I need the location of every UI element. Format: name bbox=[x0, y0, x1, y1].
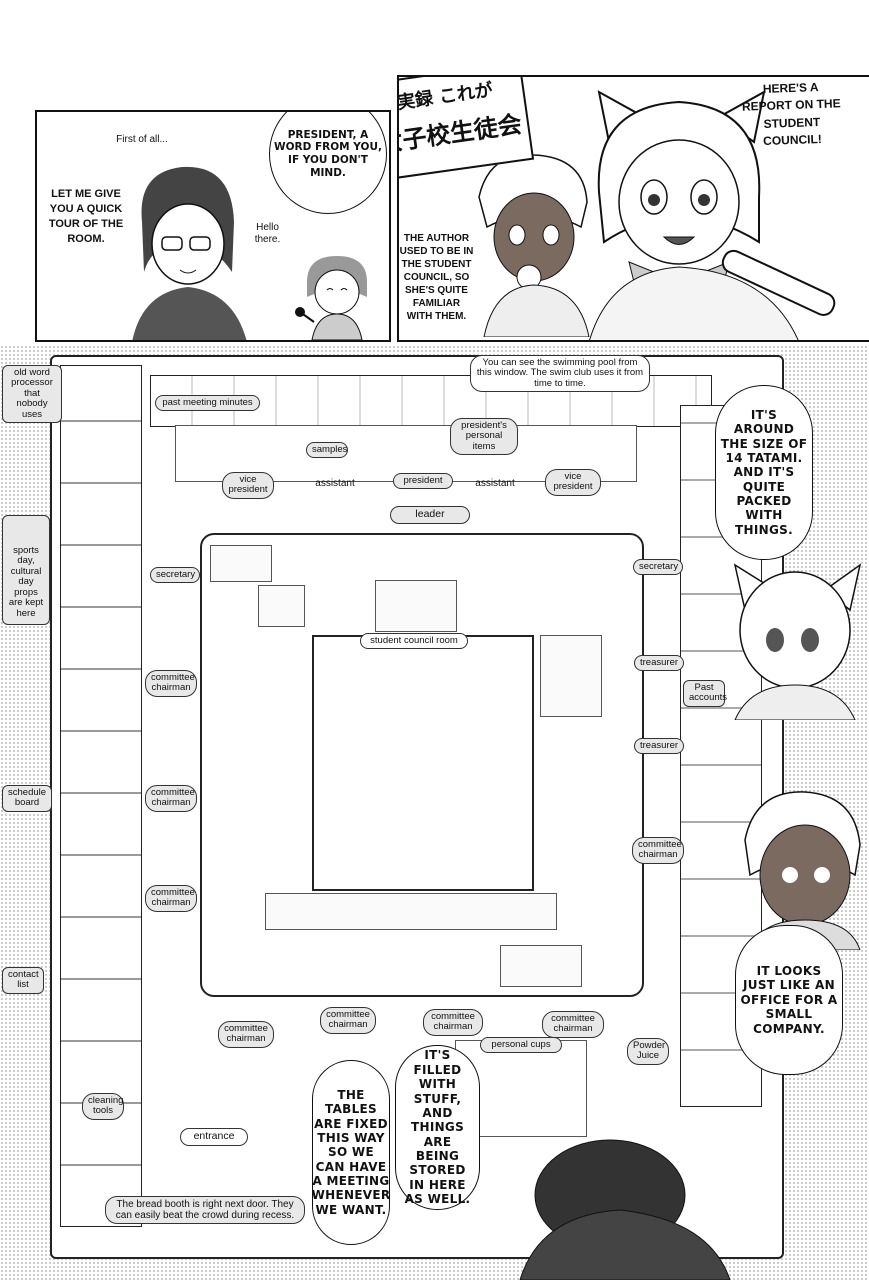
label-president: president bbox=[393, 473, 453, 490]
label-committee-chairman-left-1: committee chairman bbox=[145, 670, 197, 697]
label-schedule-board: schedule board bbox=[2, 785, 52, 812]
label-committee-chairman-bottom-2: committee chairman bbox=[320, 1007, 376, 1034]
label-presidents-items: president's personal items bbox=[450, 418, 518, 456]
notebook-bottom bbox=[500, 945, 582, 987]
glasses-girl-illustration bbox=[132, 166, 247, 340]
label-personal-cups: personal cups bbox=[480, 1037, 562, 1054]
label-secretary-left: secretary bbox=[150, 567, 200, 584]
label-vice-president-right: vice president bbox=[545, 469, 601, 496]
label-past-meeting-minutes: past meeting minutes bbox=[155, 395, 260, 412]
bubble-president-word: PRESIDENT, A WORD FROM YOU, IF YOU DON'T… bbox=[269, 112, 387, 214]
treasurer-girl-illustration bbox=[733, 563, 862, 720]
bottom-girl-illustration bbox=[519, 1139, 731, 1280]
label-student-council-room: student council room bbox=[360, 633, 468, 650]
label-committee-chairman-bottom-1: committee chairman bbox=[218, 1021, 274, 1048]
bubble-author-note: THE AUTHOR USED TO BE IN THE STUDENT COU… bbox=[399, 233, 474, 322]
folders-bottom bbox=[265, 893, 557, 930]
bubble-quick-tour: LET ME GIVE YOU A QUICK TOUR OF THE ROOM… bbox=[48, 188, 124, 245]
bubble-small-office: IT LOOKS JUST LIKE AN OFFICE FOR A SMALL… bbox=[735, 925, 843, 1075]
small-girl-illustration bbox=[295, 256, 367, 340]
bubble-filled-with-stuff: IT'S FILLED WITH STUFF, AND THINGS ARE B… bbox=[395, 1045, 480, 1210]
panel-top-right: 実録 これが 女子校生徒会 THE AUTHOR USED TO BE IN T… bbox=[397, 75, 869, 342]
bubble-report: IT'S A LITTLE SUDDEN, BUT HERE'S A REPOR… bbox=[741, 77, 841, 148]
room-center-open bbox=[312, 635, 534, 891]
notebook-top bbox=[210, 545, 272, 582]
label-old-word-processor: old word processor that nobody uses bbox=[2, 365, 62, 424]
label-committee-chairman-left-3: committee chairman bbox=[145, 885, 197, 912]
label-entrance: entrance bbox=[180, 1128, 248, 1146]
papers-right bbox=[540, 635, 602, 717]
label-committee-chairman-bottom-3: committee chairman bbox=[423, 1009, 483, 1036]
dark-girl-illustration bbox=[744, 791, 861, 950]
left-shelves bbox=[60, 365, 142, 1227]
label-committee-chairman-right: committee chairman bbox=[632, 837, 684, 864]
label-powder-juice: Powder Juice bbox=[627, 1038, 669, 1065]
label-treasurer-2: treasurer bbox=[634, 738, 684, 755]
label-sports-props: sports day, cultural day props are kept … bbox=[2, 515, 50, 625]
label-assistant-left: assistant bbox=[315, 478, 355, 489]
panel-room-map: You can see the swimming pool from this … bbox=[0, 345, 869, 1280]
label-bread-booth: The bread booth is right next door. They… bbox=[105, 1196, 305, 1224]
label-assistant-right: assistant bbox=[475, 478, 515, 489]
label-window-note: You can see the swimming pool from this … bbox=[470, 355, 650, 393]
label-committee-chairman-left-2: committee chairman bbox=[145, 785, 197, 812]
ice-cream-girl-illustration bbox=[478, 154, 590, 337]
label-secretary-right: secretary bbox=[633, 559, 683, 576]
label-samples: samples bbox=[306, 442, 348, 459]
panel-top-left: First of all... LET ME GIVE YOU A QUICK … bbox=[35, 110, 391, 342]
bubble-first-of-all: First of all... bbox=[116, 134, 168, 145]
book-top bbox=[375, 580, 457, 632]
label-vice-president-left: vice president bbox=[222, 472, 274, 499]
laptop-left bbox=[258, 585, 305, 627]
bubble-room-size: IT'S AROUND THE SIZE OF 14 TATAMI. AND I… bbox=[715, 385, 813, 560]
bubble-hello-there: Hello there. bbox=[254, 222, 281, 245]
label-leader: leader bbox=[390, 506, 470, 524]
cat-ear-girl-illustration bbox=[589, 90, 836, 340]
label-treasurer-1: treasurer bbox=[634, 655, 684, 672]
label-contact-list: contact list bbox=[2, 967, 44, 994]
label-committee-chairman-bottom-4: committee chairman bbox=[542, 1011, 604, 1038]
bubble-tables-fixed: THE TABLES ARE FIXED THIS WAY SO WE CAN … bbox=[312, 1060, 390, 1245]
label-cleaning-tools: cleaning tools bbox=[82, 1093, 124, 1120]
label-past-accounts: Past accounts bbox=[683, 680, 727, 707]
